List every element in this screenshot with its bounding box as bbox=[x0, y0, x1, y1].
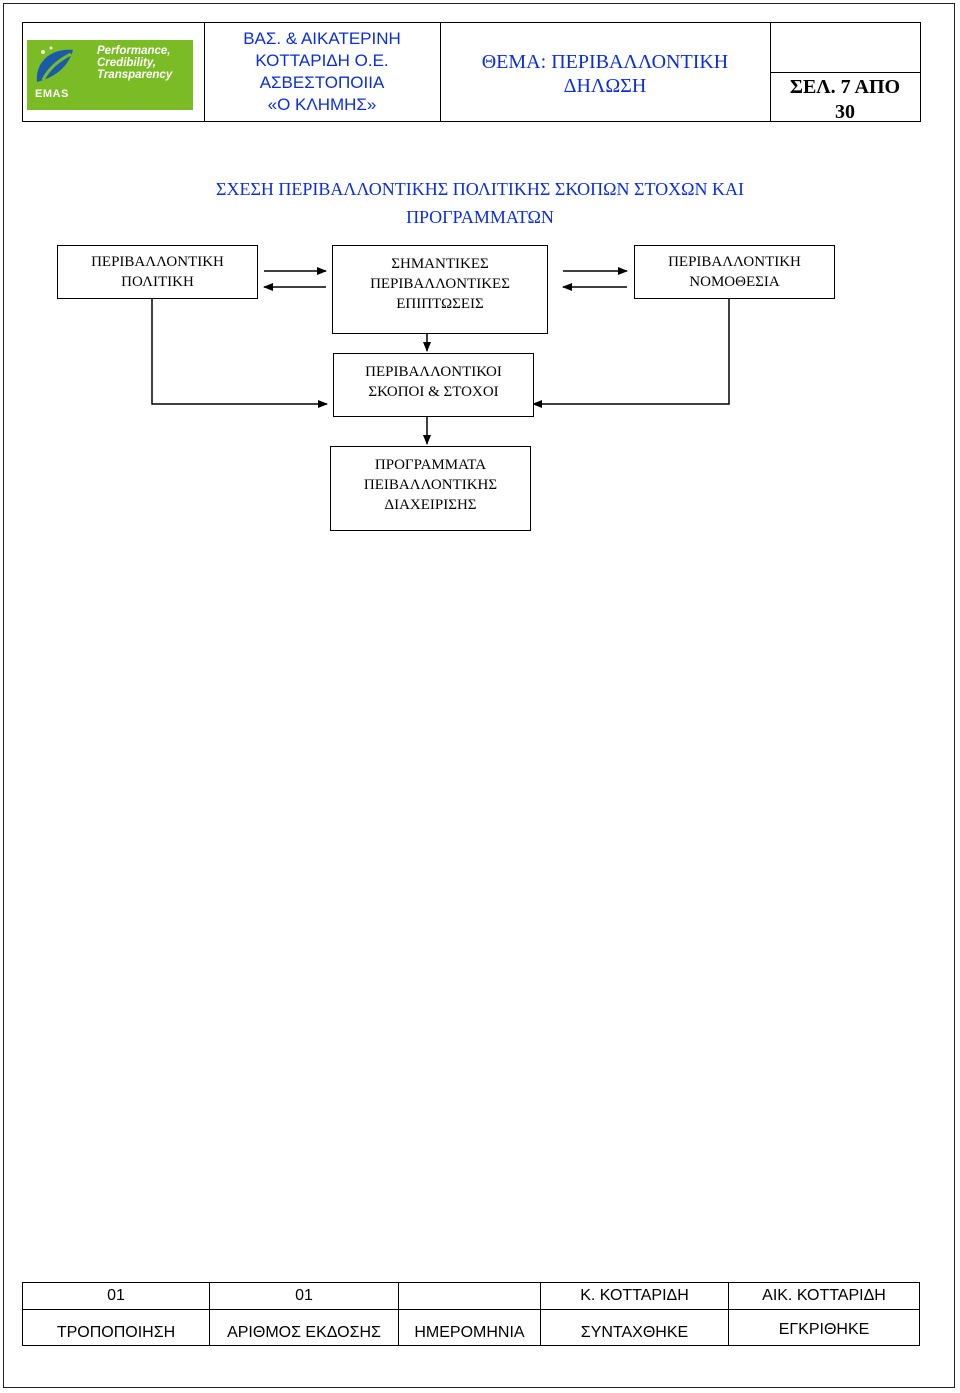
arrow-legislation-to-objectives bbox=[532, 298, 730, 408]
box-line: ΠΕΡΙΒΑΛΛΟΝΤΙΚΗ bbox=[91, 254, 224, 270]
footer-label-cell: ΑΡΙΘΜΟΣ ΕΚΔΟΣΗΣ bbox=[209, 1309, 399, 1346]
title-line: ΠΡΟΓΡΑΜΜΑΤΩΝ bbox=[406, 207, 554, 227]
box-line: ΠΕΙΒΑΛΛΟΝΤΙΚΗΣ bbox=[363, 477, 498, 493]
tagline-line: Credibility, bbox=[97, 57, 156, 69]
box-line: ΔΙΑΧΕΙΡΙΣΗΣ bbox=[384, 497, 477, 513]
footer-label: ΤΡΟΠΟΠΟΙΗΣΗ bbox=[56, 1324, 176, 1341]
box-line: ΠΡΟΓΡΑΜΜΑΤΑ bbox=[374, 457, 487, 473]
company-name: ΒΑΣ. & ΑΙΚΑΤΕΡΙΝΗ ΚΟΤΤΑΡΙΔΗ Ο.Ε. ΑΣΒΕΣΤΟ… bbox=[204, 28, 440, 116]
footer-value: 01 bbox=[107, 1287, 125, 1304]
box-management-programs: ΠΡΟΓΡΑΜΜΑΤΑ ΠΕΙΒΑΛΛΟΝΤΙΚΗΣ ΔΙΑΧΕΙΡΙΣΗΣ bbox=[330, 446, 531, 531]
page-cell-divider bbox=[770, 72, 920, 73]
tagline-line: Transparency bbox=[97, 69, 173, 81]
page-number-line2: 30 bbox=[835, 101, 855, 123]
box-line: ΠΕΡΙΒΑΛΛΟΝΤΙΚΕΣ bbox=[370, 276, 510, 292]
page-border bbox=[3, 3, 955, 1388]
emas-tagline: Performance, Credibility, Transparency bbox=[97, 45, 197, 81]
box-line: ΕΠΙΠΤΩΣΕΙΣ bbox=[396, 296, 484, 312]
box-line: ΣΗΜΑΝΤΙΚΕΣ bbox=[391, 256, 489, 272]
footer-label: ΑΡΙΘΜΟΣ ΕΚΔΟΣΗΣ bbox=[227, 1324, 381, 1341]
footer-value-cell bbox=[398, 1282, 541, 1310]
box-line: ΠΕΡΙΒΑΛΛΟΝΤΙΚΟΙ bbox=[365, 364, 502, 380]
footer-label-cell: ΕΓΚΡΙΘΗΚΕ bbox=[728, 1309, 920, 1346]
header-page-cell: ΣΕΛ. 7 ΑΠΟ 30 bbox=[770, 22, 921, 125]
footer-value: 01 bbox=[295, 1287, 313, 1304]
page-number-line1: ΣΕΛ. 7 ΑΠΟ bbox=[789, 76, 901, 98]
header-logo-cell: EMAS Performance, Credibility, Transpare… bbox=[22, 22, 205, 122]
arrow-policy-to-objectives bbox=[151, 298, 328, 408]
footer-value: ΑΙΚ. ΚΟΤΤΑΡΙΔΗ bbox=[762, 1287, 886, 1304]
box-objectives-targets: ΠΕΡΙΒΑΛΛΟΝΤΙΚΟΙ ΣΚΟΠΟΙ & ΣΤΟΧΟΙ bbox=[333, 353, 534, 417]
footer-value-cell: ΑΙΚ. ΚΟΤΤΑΡΙΔΗ bbox=[728, 1282, 920, 1310]
box-line: ΣΚΟΠΟΙ & ΣΤΟΧΟΙ bbox=[368, 384, 499, 400]
box-line: ΠΟΛΙΤΙΚΗ bbox=[121, 274, 194, 290]
company-line: ΒΑΣ. & ΑΙΚΑΤΕΡΙΝΗ bbox=[243, 29, 401, 48]
footer-value-cell: 01 bbox=[209, 1282, 399, 1310]
theme-label: ΘΕΜΑ: bbox=[481, 51, 547, 73]
title-line: ΣΧΕΣΗ ΠΕΡΙΒΑΛΛΟΝΤΙΚΗΣ ΠΟΛΙΤΙΚΗΣ ΣΚΟΠΩΝ Σ… bbox=[215, 179, 745, 199]
footer-value-cell: Κ. ΚΟΤΤΑΡΙΔΗ bbox=[540, 1282, 729, 1310]
box-environmental-legislation: ΠΕΡΙΒΑΛΛΟΝΤΙΚΗ ΝΟΜΟΘΕΣΙΑ bbox=[634, 245, 835, 299]
footer-label-cell: ΗΜΕΡΟΜΗΝΙΑ bbox=[398, 1309, 541, 1346]
company-line: ΚΟΤΤΑΡΙΔΗ Ο.Ε. bbox=[255, 51, 389, 70]
company-line: ΑΣΒΕΣΤΟΠΟΙΙΑ bbox=[259, 73, 385, 92]
emas-leaf-icon bbox=[36, 46, 73, 82]
emas-logo: EMAS Performance, Credibility, Transpare… bbox=[27, 40, 193, 110]
box-environmental-policy: ΠΕΡΙΒΑΛΛΟΝΤΙΚΗ ΠΟΛΙΤΙΚΗ bbox=[57, 245, 258, 299]
tagline-line: Performance, bbox=[97, 45, 171, 57]
company-line: «Ο ΚΛΗΜΗΣ» bbox=[267, 95, 377, 114]
box-significant-impacts: ΣΗΜΑΝΤΙΚΕΣ ΠΕΡΙΒΑΛΛΟΝΤΙΚΕΣ ΕΠΙΠΤΩΣΕΙΣ bbox=[332, 245, 548, 334]
footer-label: ΣΥΝΤΑΧΘΗΚΕ bbox=[580, 1324, 689, 1341]
footer-label-cell: ΤΡΟΠΟΠΟΙΗΣΗ bbox=[22, 1309, 210, 1346]
emas-brand-text: EMAS bbox=[35, 88, 69, 100]
theme-value: ΠΕΡΙΒΑΛΛΟΝΤΙΚΗ bbox=[551, 51, 729, 73]
page-number: ΣΕΛ. 7 ΑΠΟ 30 bbox=[770, 75, 920, 125]
box-line: ΝΟΜΟΘΕΣΙΑ bbox=[689, 274, 780, 290]
footer-label: ΕΓΚΡΙΘΗΚΕ bbox=[778, 1321, 870, 1338]
box-line: ΠΕΡΙΒΑΛΛΟΝΤΙΚΗ bbox=[668, 254, 801, 270]
theme-value-line2: ΔΗΛΩΣΗ bbox=[563, 75, 647, 97]
footer-label-cell: ΣΥΝΤΑΧΘΗΚΕ bbox=[540, 1309, 729, 1346]
diagram-title: ΣΧΕΣΗ ΠΕΡΙΒΑΛΛΟΝΤΙΚΗΣ ΠΟΛΙΤΙΚΗΣ ΣΚΟΠΩΝ Σ… bbox=[120, 175, 840, 231]
document-theme: ΘΕΜΑ: ΠΕΡΙΒΑΛΛΟΝΤΙΚΗ ΔΗΛΩΣΗ bbox=[440, 50, 770, 98]
footer-label: ΗΜΕΡΟΜΗΝΙΑ bbox=[414, 1324, 525, 1341]
footer-value: Κ. ΚΟΤΤΑΡΙΔΗ bbox=[580, 1287, 689, 1304]
header-theme-cell: ΘΕΜΑ: ΠΕΡΙΒΑΛΛΟΝΤΙΚΗ ΔΗΛΩΣΗ bbox=[440, 22, 771, 122]
header-company-cell: ΒΑΣ. & ΑΙΚΑΤΕΡΙΝΗ ΚΟΤΤΑΡΙΔΗ Ο.Ε. ΑΣΒΕΣΤΟ… bbox=[204, 22, 441, 122]
diagram-connectors bbox=[151, 267, 730, 445]
footer-value-cell: 01 bbox=[22, 1282, 210, 1310]
